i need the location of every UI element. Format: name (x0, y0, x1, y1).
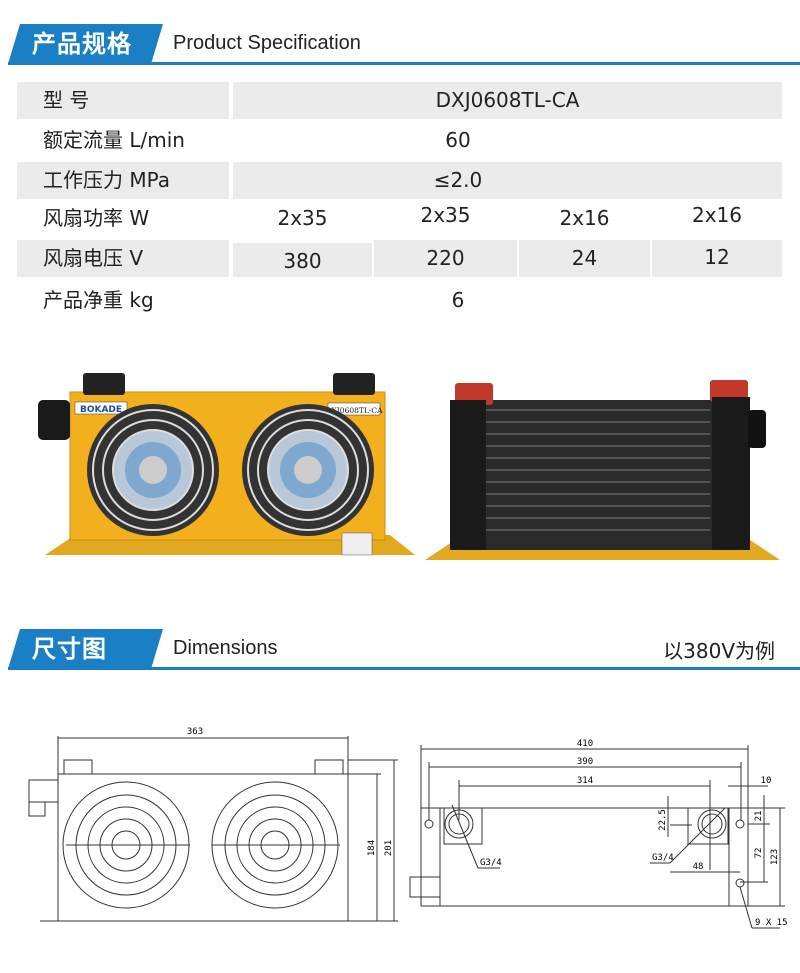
dim-overall: 410 (577, 739, 593, 749)
dim-ports: 314 (577, 776, 593, 786)
side-dimension-drawing: 410 390 314 10 22.5 21 72 123 48 G3/4 G3… (409, 739, 788, 929)
model-plate: DXJ0608TL-CA (325, 406, 383, 415)
label-text: 额定流量 (43, 128, 123, 152)
fan-guard-icon (87, 404, 219, 536)
dim-port-edge: 48 (693, 862, 704, 872)
unit-text: kg (129, 288, 154, 312)
dim-note: 以380V为例 (663, 639, 775, 663)
voltage-value: 380 (233, 243, 372, 277)
dim-port-offset: 22.5 (658, 809, 668, 831)
unit-text: MPa (129, 168, 171, 192)
dim-title-cn: 尺寸图 (8, 629, 163, 669)
spec-title-en: Product Specification (173, 32, 361, 54)
power-value: 2x35 (420, 203, 471, 227)
fan-guard-icon (242, 404, 374, 536)
power-value: 2x35 (277, 206, 328, 230)
spec-title-cn: 产品规格 (8, 24, 163, 64)
header-underline (8, 62, 800, 65)
spec-row-fan-power: 风扇功率 W 2x35 2x35 2x16 2x16 (17, 200, 782, 237)
label-text: 产品净重 (43, 288, 123, 312)
pressure-value: ≤2.0 (233, 162, 782, 199)
fan-guard-icon (211, 781, 340, 909)
voltage-value: 220 (374, 240, 517, 277)
power-value: 2x16 (691, 203, 742, 227)
row-label: 风扇电压 V (17, 240, 229, 277)
weight-value: 6 (451, 288, 465, 312)
fan-guard-icon (62, 781, 190, 909)
voltage-value: 24 (519, 240, 650, 277)
header-underline (8, 667, 800, 670)
dim-hole-spacing: 72 (754, 848, 764, 859)
dim-top: 21 (754, 811, 764, 822)
label-text: 工作压力 (43, 168, 123, 192)
spec-row-flow: 额定流量 L/min 60 (17, 122, 782, 159)
port-left-label: G3/4 (480, 858, 502, 868)
row-label: 型 号 (17, 82, 229, 119)
unit-text: L/min (129, 128, 185, 152)
dimensions-section-header: 尺寸图 Dimensions 以380V为例 (0, 625, 800, 675)
voltage-value: 12 (652, 240, 782, 277)
spec-row-fan-voltage: 风扇电压 V 380 220 24 12 (17, 240, 782, 277)
dim-holes: 390 (577, 757, 593, 767)
product-photo-front: BOKADE DXJ0608TL-CA (38, 373, 415, 556)
dim-width: 363 (187, 727, 203, 737)
row-label: 额定流量 L/min (17, 122, 229, 159)
spec-row-pressure: 工作压力 MPa ≤2.0 (17, 162, 782, 199)
row-label: 工作压力 MPa (17, 162, 229, 199)
spec-row-weight: 产品净重 kg 6 (17, 282, 782, 319)
dim-title-en: Dimensions (173, 637, 278, 659)
front-dimension-drawing: 363 184 201 (28, 727, 398, 922)
unit-text: V (129, 246, 144, 270)
row-label: 风扇功率 W (17, 200, 229, 237)
unit-text: W (129, 206, 150, 230)
model-value: DXJ0608TL-CA (233, 82, 782, 119)
flow-value: 60 (445, 128, 471, 152)
dim-height-outer: 201 (384, 840, 394, 856)
dim-edge: 10 (761, 776, 772, 786)
spec-section-header: 产品规格 Product Specification (0, 20, 800, 70)
dim-height-inner: 184 (367, 840, 377, 856)
label-text: 风扇功率 (43, 206, 123, 230)
brand-logo: BOKADE (80, 405, 122, 415)
dim-height: 123 (770, 849, 780, 865)
spec-row-model: 型 号 DXJ0608TL-CA (17, 82, 782, 119)
row-label: 产品净重 kg (17, 282, 229, 319)
power-value: 2x16 (559, 206, 610, 230)
slot-label: 9 X 15 (755, 918, 788, 928)
port-right-label: G3/4 (652, 853, 674, 863)
product-photo-back (425, 380, 780, 560)
label-text: 风扇电压 (43, 246, 123, 270)
